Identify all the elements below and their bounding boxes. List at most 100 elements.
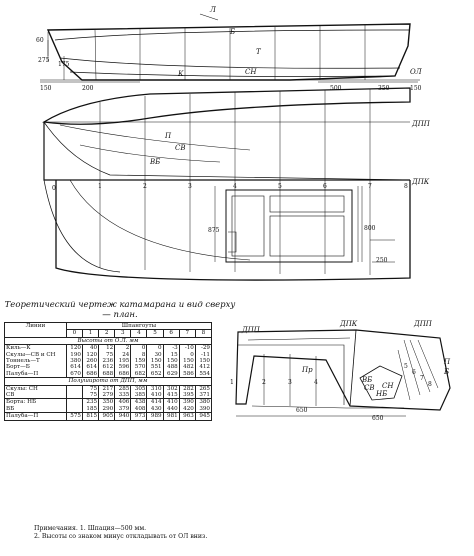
dim-60: 60 — [36, 37, 44, 44]
section-heights-title: Высоты от О.Л. мм — [4, 336, 212, 346]
table-cell: 0 8 159 570 682 — [130, 344, 148, 379]
table-cell: 305 385 — [130, 384, 148, 400]
table-note: Примечания. 1. Шпация—500 мм. 2. Высоты … — [34, 525, 208, 540]
dim-500: 500 — [330, 85, 342, 92]
table-cell: 973 — [130, 412, 148, 421]
dim-875: 875 — [208, 227, 220, 234]
table-cell: 414 430 — [146, 398, 164, 414]
table-cell: -10 0 150 482 586 — [178, 344, 196, 379]
dim-250: 250 — [376, 257, 388, 264]
table-cell: 981 — [162, 412, 180, 421]
table-cell: 40 120 260 614 686 — [81, 344, 100, 379]
table-row-heights: Киль—К Скулы—СВ и СН Тоннель—Т Борт—Б Па… — [4, 344, 213, 379]
table-cell: 2 24 195 596 686 — [114, 344, 132, 379]
label-K: К — [177, 70, 184, 78]
table-row-sides: Борта: НБ ВБ 235 185 350 290 406 379 438… — [4, 398, 213, 414]
table-cell: 310 410 — [146, 384, 164, 400]
label-L: Л — [209, 6, 216, 14]
station-7: 7 — [368, 183, 372, 190]
table-cell: 0 30 150 551 652 — [146, 344, 164, 379]
label-DPK: ДПК — [411, 178, 430, 186]
side-label-p: П — [443, 358, 451, 366]
station-col: 0 — [65, 329, 83, 338]
side-station-4: 4 — [314, 379, 318, 386]
label-T: Т — [256, 48, 262, 56]
table-cell: 438 408 — [130, 398, 148, 414]
table-cell: 945 — [194, 412, 213, 421]
col-header-lines: Линии — [4, 322, 67, 338]
station-5: 5 — [278, 183, 282, 190]
table-cell: 963 — [178, 412, 196, 421]
table-cell: 940 — [114, 412, 132, 421]
table-cell: 75 75 — [81, 384, 100, 400]
plan-view — [42, 87, 411, 281]
table-cell: 380 390 — [194, 398, 213, 414]
side-station-5: 5 — [404, 363, 408, 370]
station-8: 8 — [404, 183, 408, 190]
side-station-6: 6 — [412, 369, 416, 376]
table-cell: 12 75 236 612 688 — [98, 344, 116, 379]
table-cell: 989 — [146, 412, 164, 421]
station-col: 6 — [162, 329, 180, 338]
side-label-pr: Пр — [301, 366, 313, 374]
col-header-stations: Шпангоуты — [65, 321, 213, 331]
figure-caption: Теоретический чертеж катамарана и вид св… — [4, 300, 236, 320]
side-station-8: 8 — [428, 381, 432, 388]
station-col: 1 — [81, 329, 100, 338]
table-cell: 390 420 — [178, 398, 196, 414]
side-station-2: 2 — [262, 379, 266, 386]
station-3: 3 — [188, 183, 192, 190]
table-cell: -29 -11 150 412 554 — [194, 344, 213, 379]
side-dim-650-a: 650 — [296, 407, 308, 414]
table-cell: 285 335 — [114, 384, 132, 400]
table-cell — [65, 384, 83, 400]
station-2: 2 — [143, 183, 147, 190]
station-col: 7 — [178, 329, 196, 338]
side-label-vb: ВБ — [361, 376, 372, 384]
side-dim-650-b: 650 — [372, 415, 384, 422]
label-SN: СН — [245, 68, 257, 76]
label-P: П — [164, 132, 172, 140]
body-section-view — [235, 329, 451, 417]
table-cell — [65, 398, 83, 414]
side-label-dpp1: ДПП — [241, 326, 261, 334]
table-cell: 120 190 380 614 670 — [65, 344, 83, 379]
station-col: 2 — [98, 329, 116, 338]
table-cell: 217 279 — [98, 384, 116, 400]
side-station-7: 7 — [420, 375, 424, 382]
side-label-dpp2: ДПП — [413, 320, 433, 328]
offsets-table: Линии Шпангоуты 0 1 2 3 4 5 6 7 8 Высоты… — [4, 321, 213, 421]
dim-275: 275 — [38, 57, 50, 64]
dim-200: 200 — [82, 85, 94, 92]
table-cell: 410 440 — [162, 398, 180, 414]
table-cell: 905 — [98, 412, 116, 421]
station-col: 4 — [130, 329, 148, 338]
table-cell: 265 371 — [194, 384, 213, 400]
station-numbers-row: 0 1 2 3 4 5 6 7 8 — [5, 329, 213, 338]
table-row-deck: Палуба—П 575 815 905 940 973 989 981 963… — [4, 412, 213, 421]
station-col: 8 — [194, 329, 213, 338]
table-cell: 815 — [81, 412, 100, 421]
station-1: 1 — [98, 183, 102, 190]
side-label-nb: НБ — [375, 390, 387, 398]
table-cell: 406 379 — [114, 398, 132, 414]
station-col: 3 — [114, 329, 132, 338]
dim-800: 800 — [364, 225, 376, 232]
side-label-sv: СВ — [364, 384, 375, 392]
side-station-1: 1 — [230, 379, 234, 386]
dim-175: 175 — [58, 61, 70, 68]
label-SV: СВ — [175, 144, 186, 152]
label-B: Б — [229, 28, 235, 36]
side-label-dpk: ДПК — [339, 320, 358, 328]
side-label-b: Б — [443, 368, 449, 376]
station-col: 5 — [146, 329, 164, 338]
dim-150-right: 150 — [410, 85, 422, 92]
row-names: Киль—К Скулы—СВ и СН Тоннель—Т Борт—Б Па… — [4, 344, 67, 379]
table-cell: 575 — [65, 412, 83, 421]
drawing-labels: Л Б Т СН К ОЛ ДПП СВ ВБ П ДПК 0 1 2 3 4 … — [36, 6, 451, 422]
table-cell: 282 395 — [178, 384, 196, 400]
table-row-chines: Скулы: СН СВ 75 75 217 279 285 335 305 3… — [4, 384, 213, 400]
label-OL: ОЛ — [410, 68, 422, 76]
dim-350: 350 — [378, 85, 390, 92]
